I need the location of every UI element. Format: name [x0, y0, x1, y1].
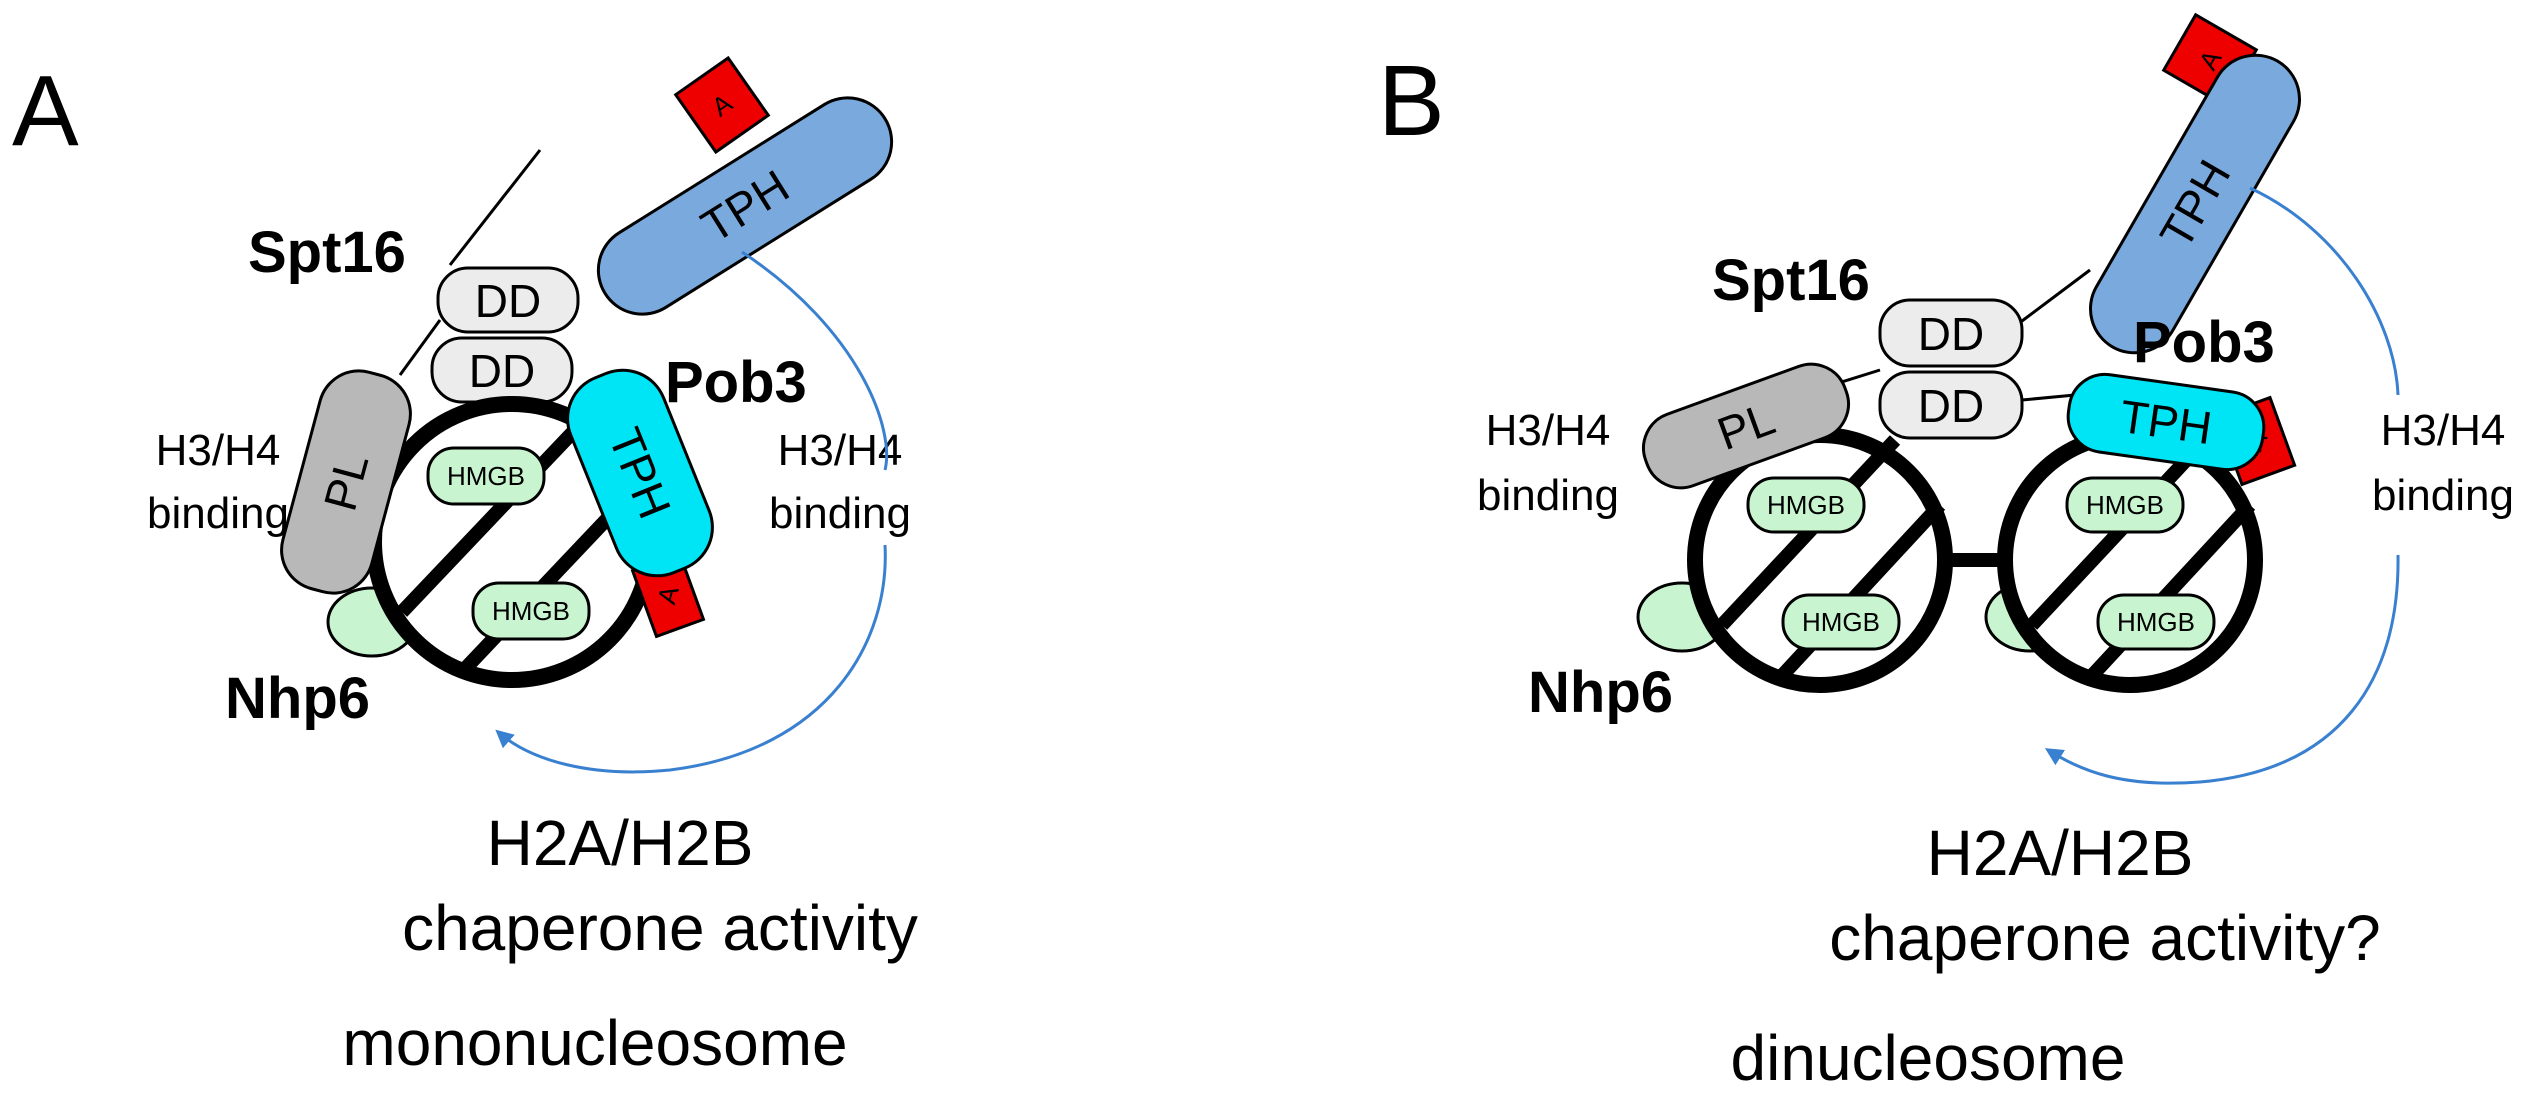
- panel-b: B A TPH Spt16 DD DD Pob3: [1378, 12, 2514, 1094]
- panel-a-hmgb-2: [471, 581, 591, 641]
- panel-a-right-binding-line1: H3/H4: [778, 426, 903, 475]
- panel-a-spt16-label: Spt16: [248, 220, 406, 285]
- panel-b-left-binding-line1: H3/H4: [1486, 406, 1611, 455]
- panel-b-right-dna-line-2: [2082, 500, 2256, 685]
- panel-a-left-binding-line2: binding: [147, 489, 289, 538]
- panel-a-activity-arrow: [498, 250, 889, 774]
- panel-a-dd-top-label: DD: [475, 275, 541, 327]
- panel-b-hmgb-1-label: HMGB: [1767, 490, 1845, 520]
- panel-a-pob3-tph-box: [566, 368, 714, 578]
- panel-a-spt16-acidic-box: [673, 55, 771, 155]
- panel-a-nhp6-label: Nhp6: [225, 666, 370, 731]
- panel-b-pl-box: [1642, 362, 1850, 490]
- panel-b-pob3-label: Pob3: [2133, 310, 2275, 375]
- panel-b-spt16-tph-box: [2089, 53, 2301, 355]
- panel-b-activity-arrow: [2048, 186, 2400, 785]
- panel-b-hmgb-2: [1781, 593, 1901, 651]
- panel-b-hmgb-3-label: HMGB: [2086, 490, 2164, 520]
- panel-a-substrate: mononucleosome: [342, 1007, 847, 1079]
- panel-a-hmgb-1-label: HMGB: [447, 461, 525, 491]
- panel-b-hmgb-2-label: HMGB: [1802, 607, 1880, 637]
- panel-b-activity-line1: H2A/H2B: [1927, 817, 2194, 889]
- panel-b-hmgb-4-label: HMGB: [2117, 607, 2195, 637]
- panel-a-hmgb-1: [426, 446, 546, 506]
- panel-a-dna-line-1: [396, 407, 598, 617]
- panel-a-linker-tph-dd: [448, 149, 542, 266]
- panel-b-right-binding-line2: binding: [2372, 471, 2514, 520]
- panel-b-nhp6-label: Nhp6: [1528, 660, 1673, 725]
- panel-b-dd-bottom: [1878, 370, 2024, 440]
- panel-b-dd-top: [1878, 298, 2024, 368]
- panel-a-pl-box: [280, 369, 412, 595]
- panel-a-letter: A: [12, 55, 79, 167]
- panel-b-letter: B: [1378, 45, 1445, 157]
- panel-b-hmgb-4: [2096, 593, 2216, 651]
- panel-b-linker-tph-dd: [2009, 268, 2091, 332]
- panel-b-hmgb-3: [2065, 476, 2185, 534]
- panel-b-left-binding-line2: binding: [1477, 471, 1619, 520]
- panel-b-activity-line2: chaperone activity?: [1829, 902, 2380, 974]
- panel-b-spt16-tph: A TPH: [2009, 12, 2301, 355]
- panel-b-linker-dd-tph: [2021, 393, 2076, 402]
- panel-a-activity-line2: chaperone activity: [402, 892, 918, 964]
- panel-b-pob3-tph-box: [2066, 372, 2266, 472]
- panel-a-spt16-tph-box: [596, 96, 894, 316]
- panel-b-hmgb-1: [1746, 476, 1866, 534]
- panel-a-hmgb-2-label: HMGB: [492, 596, 570, 626]
- panel-b-right-binding-line1: H3/H4: [2381, 406, 2506, 455]
- panel-a-right-binding-line2: binding: [769, 489, 911, 538]
- panel-b-dd-bottom-label: DD: [1918, 380, 1984, 432]
- panel-b-pob3-tph-label: TPH: [2117, 390, 2215, 454]
- panel-a: A A TPH Spt16 DD DD Pob3 PL: [12, 55, 918, 1079]
- panel-a-dd-bottom-label: DD: [469, 345, 535, 397]
- panel-b-left-dna-line-2: [1772, 500, 1946, 685]
- panel-a-spt16-tph: A TPH: [448, 55, 894, 316]
- panel-a-activity-line1: H2A/H2B: [487, 807, 754, 879]
- panel-a-left-binding-line1: H3/H4: [156, 426, 281, 475]
- panel-b-dd-top-label: DD: [1918, 308, 1984, 360]
- panel-a-pob3-label: Pob3: [665, 350, 807, 415]
- panel-a-dd-top: [436, 266, 580, 334]
- panel-b-substrate: dinucleosome: [1731, 1022, 2126, 1094]
- panel-b-spt16-label: Spt16: [1712, 248, 1870, 313]
- panel-a-linker-dd-pl: [398, 319, 442, 376]
